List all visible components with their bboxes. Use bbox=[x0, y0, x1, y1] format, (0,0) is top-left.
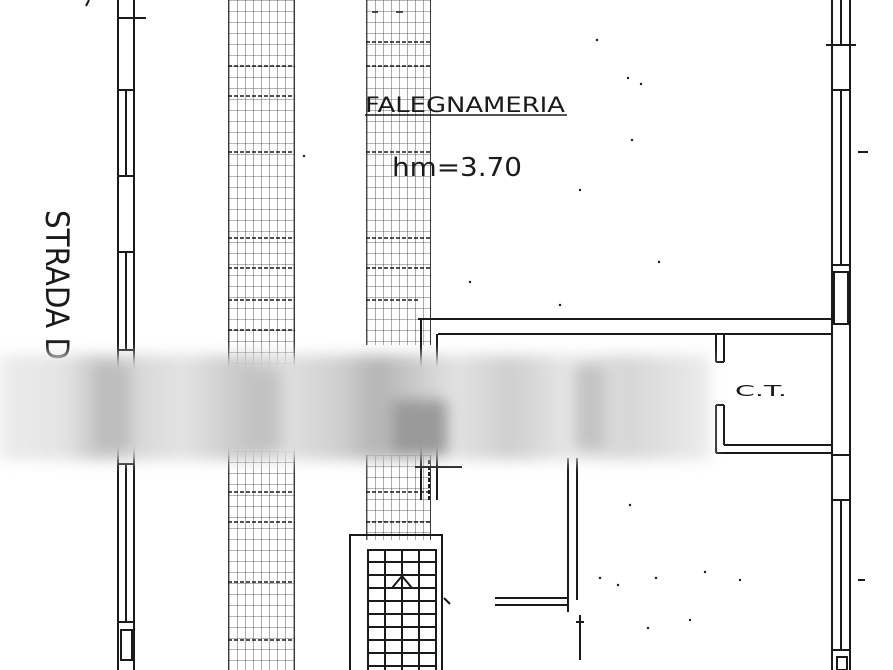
boiler-room-label: C.T. bbox=[735, 382, 787, 400]
wall-pillar bbox=[833, 271, 849, 325]
scan-speck bbox=[598, 576, 602, 580]
grid-strip-right-upper bbox=[366, 0, 431, 345]
scan-speck bbox=[558, 303, 562, 307]
redacted-area bbox=[0, 355, 710, 460]
scan-speck bbox=[703, 570, 707, 574]
scan-speck bbox=[654, 576, 658, 580]
grid-strip-accent-lines bbox=[228, 41, 430, 641]
stair-direction-arrow-icon bbox=[391, 574, 413, 589]
redaction-smudge bbox=[245, 370, 280, 450]
redaction-smudge bbox=[575, 365, 605, 450]
scan-speck bbox=[578, 188, 582, 192]
scan-speck bbox=[646, 626, 650, 630]
room-name-label: FALEGNAMERIA bbox=[365, 93, 566, 117]
scan-speck bbox=[630, 138, 634, 142]
wall-pillar bbox=[120, 629, 133, 661]
scan-speck bbox=[626, 76, 630, 80]
grid-strip-right-lower bbox=[366, 455, 431, 540]
left-exterior-wall bbox=[85, 0, 146, 670]
scan-speck bbox=[595, 38, 599, 42]
staircase bbox=[349, 534, 451, 670]
scan-speck bbox=[616, 583, 620, 587]
room-height-label: hm=3.70 bbox=[392, 153, 522, 183]
grid-strip-left bbox=[228, 0, 295, 670]
redaction-smudge bbox=[392, 400, 447, 455]
scan-speck bbox=[738, 578, 742, 582]
scan-speck bbox=[628, 503, 632, 507]
scan-speck bbox=[657, 260, 661, 264]
right-exterior-wall bbox=[826, 0, 868, 670]
scan-speck bbox=[688, 618, 692, 622]
scan-specks bbox=[302, 38, 742, 630]
stair-outline bbox=[349, 534, 443, 670]
lower-partitions bbox=[495, 458, 584, 660]
stair-side-mark bbox=[443, 597, 451, 605]
scan-speck bbox=[639, 82, 643, 86]
street-name-label: STRADA D bbox=[38, 210, 76, 360]
scan-speck bbox=[468, 280, 472, 284]
redaction-smudge bbox=[95, 365, 130, 450]
wall-pillar bbox=[836, 656, 848, 670]
edge-mark bbox=[85, 0, 90, 7]
boiler-room-walls bbox=[715, 334, 832, 454]
scan-speck bbox=[302, 154, 306, 158]
